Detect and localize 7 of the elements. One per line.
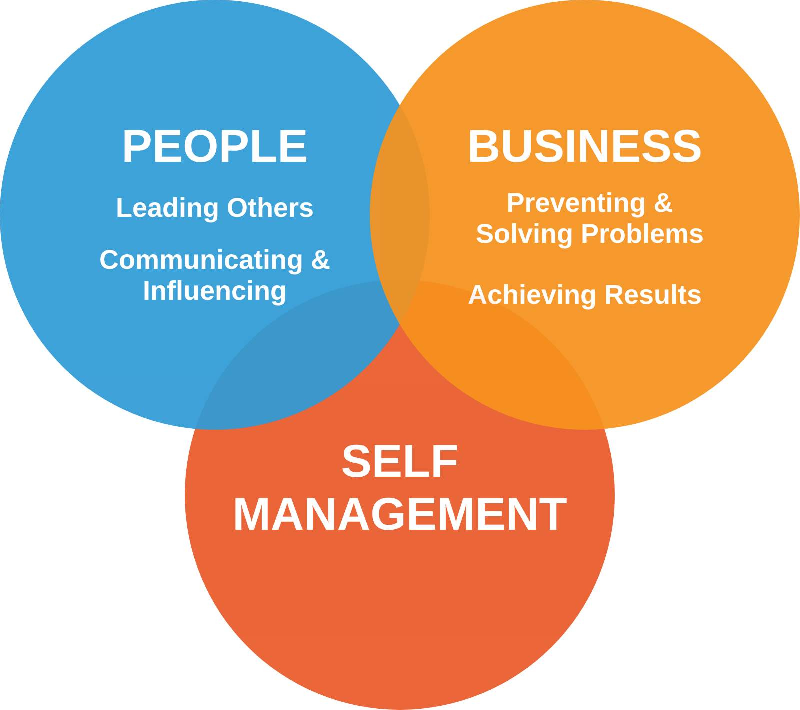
circle-text: Leading Others — [114, 193, 316, 224]
circle-heading: SELF MANAGEMENT — [232, 435, 568, 541]
circle-heading: PEOPLE — [120, 120, 310, 173]
circle-text: Communicating & Influencing — [98, 245, 332, 308]
circle-heading: BUSINESS — [466, 120, 704, 173]
circle-text: Preventing & Solving Problems — [474, 188, 706, 250]
circle-text: Achieving Results — [466, 280, 704, 312]
